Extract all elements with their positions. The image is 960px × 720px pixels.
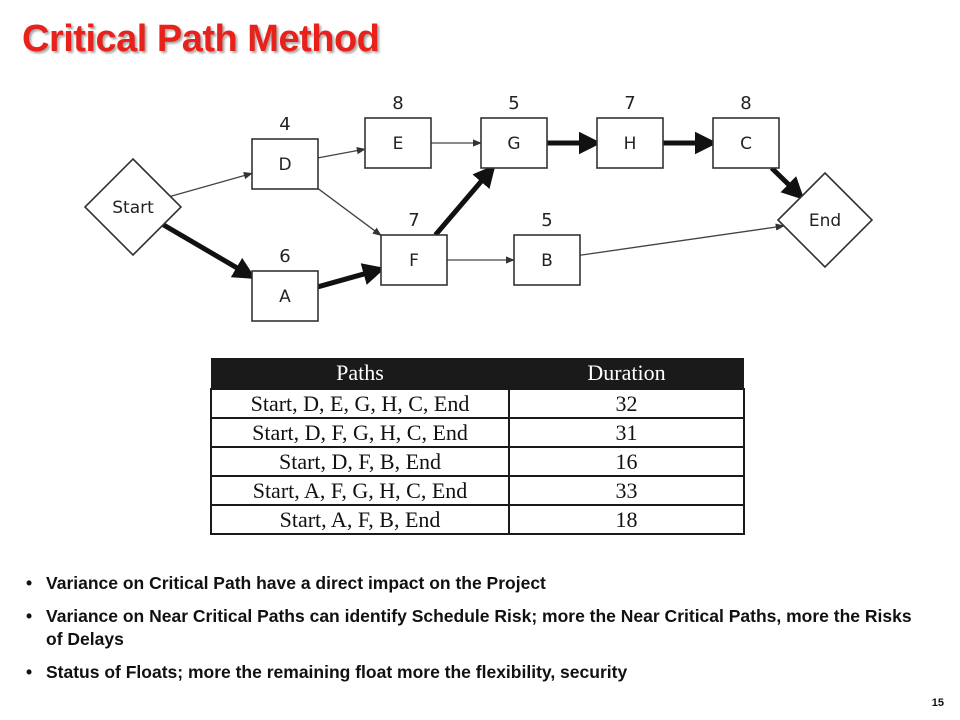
duration-cell: 33 xyxy=(508,475,745,506)
node-label: End xyxy=(809,211,841,231)
path-cell: Start, D, E, G, H, C, End xyxy=(210,388,510,419)
node-start: Start xyxy=(83,157,183,257)
node-label: B xyxy=(541,251,553,271)
node-box xyxy=(364,117,432,169)
node-box xyxy=(251,270,319,322)
node-h: H7 xyxy=(596,93,664,169)
node-label: E xyxy=(393,134,404,154)
node-label: Start xyxy=(112,198,154,218)
node-label: G xyxy=(507,134,520,154)
node-box xyxy=(480,117,548,169)
node-label: F xyxy=(409,251,419,271)
header-duration: Duration xyxy=(509,358,744,389)
path-cell: Start, A, F, G, H, C, End xyxy=(210,475,510,506)
duration-cell: 16 xyxy=(508,446,745,477)
edge-b-end xyxy=(579,223,785,256)
bullet-list: Variance on Critical Path have a direct … xyxy=(24,572,924,694)
duration-cell: 18 xyxy=(508,504,745,535)
duration-cell: 31 xyxy=(508,417,745,448)
node-f: F7 xyxy=(380,210,448,286)
table-row: Start, A, F, G, H, C, End 33 xyxy=(210,475,745,506)
node-box xyxy=(596,117,664,169)
paths-table: Paths Duration Start, D, E, G, H, C, End… xyxy=(210,358,745,535)
node-box xyxy=(712,117,780,169)
node-end: End xyxy=(776,171,874,269)
bullet-item: Variance on Near Critical Paths can iden… xyxy=(24,605,924,651)
slide-title: Critical Path Method xyxy=(22,18,380,60)
node-b: B5 xyxy=(513,210,581,286)
duration-label: 8 xyxy=(392,93,403,114)
page-number: 15 xyxy=(931,697,944,709)
path-cell: Start, D, F, B, End xyxy=(210,446,510,477)
edge-start-d xyxy=(170,172,253,198)
node-c: C8 xyxy=(712,93,780,169)
table-row: Start, D, E, G, H, C, End 32 xyxy=(210,388,745,419)
duration-label: 5 xyxy=(541,210,552,231)
edge-start-a xyxy=(162,222,256,279)
edge-d-e xyxy=(317,147,366,159)
table-row: Start, D, F, B, End 16 xyxy=(210,446,745,477)
table-row: Start, D, F, G, H, C, End 31 xyxy=(210,417,745,448)
node-box xyxy=(380,234,448,286)
duration-label: 7 xyxy=(408,210,419,231)
edge-f-g xyxy=(433,164,496,237)
path-cell: Start, A, F, B, End xyxy=(210,504,510,535)
bullet-item: Status of Floats; more the remaining flo… xyxy=(24,661,924,684)
diagram-edges xyxy=(162,131,805,290)
edge-a-f xyxy=(317,263,386,290)
node-diamond xyxy=(776,171,874,269)
duration-label: 6 xyxy=(279,246,290,267)
node-e: E8 xyxy=(364,93,432,169)
bullet-item: Variance on Critical Path have a direct … xyxy=(24,572,924,595)
node-box xyxy=(251,138,319,190)
edge-d-f xyxy=(317,188,382,236)
path-cell: Start, D, F, G, H, C, End xyxy=(210,417,510,448)
edge-c-end xyxy=(769,166,805,200)
duration-cell: 32 xyxy=(508,388,745,419)
table-row: Start, A, F, B, End 18 xyxy=(210,504,745,535)
duration-label: 8 xyxy=(740,93,751,114)
node-d: D4 xyxy=(251,114,319,190)
header-paths: Paths xyxy=(211,358,509,389)
duration-label: 5 xyxy=(508,93,519,114)
node-diamond xyxy=(83,157,183,257)
node-label: D xyxy=(278,155,291,175)
table-header-row: Paths Duration xyxy=(211,358,744,389)
node-label: A xyxy=(279,287,291,307)
duration-label: 7 xyxy=(624,93,635,114)
node-g: G5 xyxy=(480,93,548,169)
node-a: A6 xyxy=(251,246,319,322)
node-label: H xyxy=(624,134,637,154)
node-box xyxy=(513,234,581,286)
node-label: C xyxy=(740,134,752,154)
duration-label: 4 xyxy=(279,114,290,135)
